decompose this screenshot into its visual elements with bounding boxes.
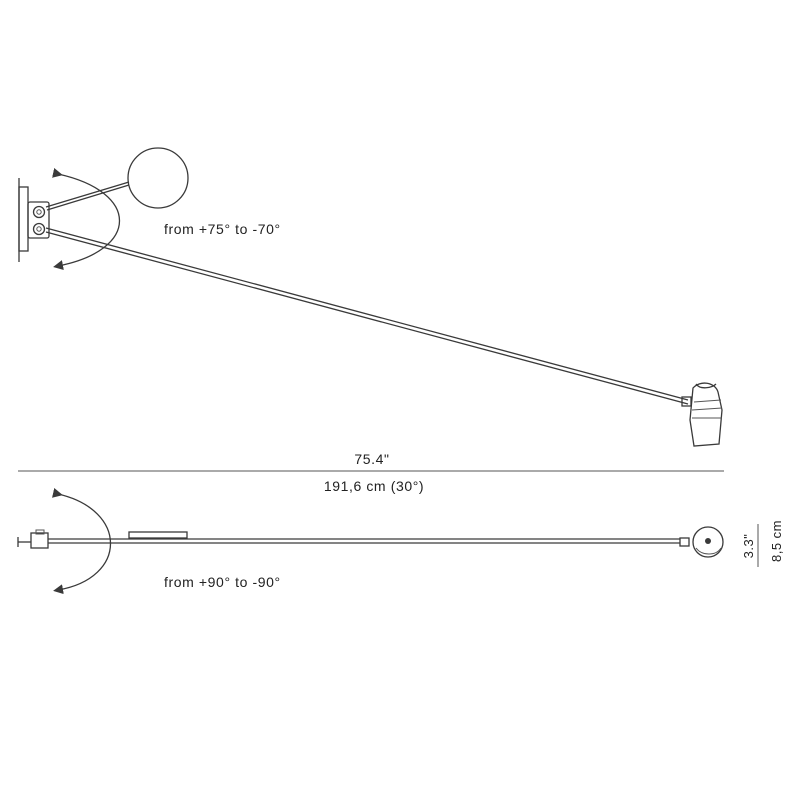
side-rotation-label: from +75° to -70°	[164, 221, 281, 237]
length-cm: 191,6 cm (30°)	[324, 478, 424, 494]
counterweight-arm-b	[46, 184, 130, 211]
height-inches: 3.3"	[741, 534, 756, 559]
top-joint-block	[30, 532, 49, 549]
counterweight-arm-a	[45, 181, 130, 208]
top-joint-cap	[35, 529, 45, 535]
lower-pivot	[32, 222, 46, 236]
upper-pivot	[32, 205, 46, 219]
rotation-arc-side	[52, 168, 121, 270]
upper-pivot-inner	[36, 209, 42, 215]
length-inches: 75.4"	[354, 451, 389, 467]
lower-pivot-inner	[36, 226, 42, 232]
counterweight-disc	[127, 147, 189, 209]
joint-block	[27, 201, 50, 239]
rotation-arc-top	[52, 488, 111, 595]
lamp-head-side	[681, 382, 723, 447]
height-dimension: 3.3" 8,5 cm	[741, 520, 784, 567]
top-view: from +90° to -90° 3.3" 8,5 cm	[17, 488, 784, 595]
side-view: from +75° to -70°	[18, 147, 723, 447]
wall-plate	[18, 186, 29, 252]
top-rotation-label: from +90° to -90°	[164, 574, 281, 590]
length-dimension: 75.4" 191,6 cm (30°)	[18, 451, 724, 494]
top-counterweight-bar	[128, 531, 188, 539]
main-arm-a	[45, 227, 689, 401]
lamp-head-top	[679, 526, 724, 558]
main-arm-b	[45, 231, 689, 405]
height-cm: 8,5 cm	[769, 520, 784, 562]
